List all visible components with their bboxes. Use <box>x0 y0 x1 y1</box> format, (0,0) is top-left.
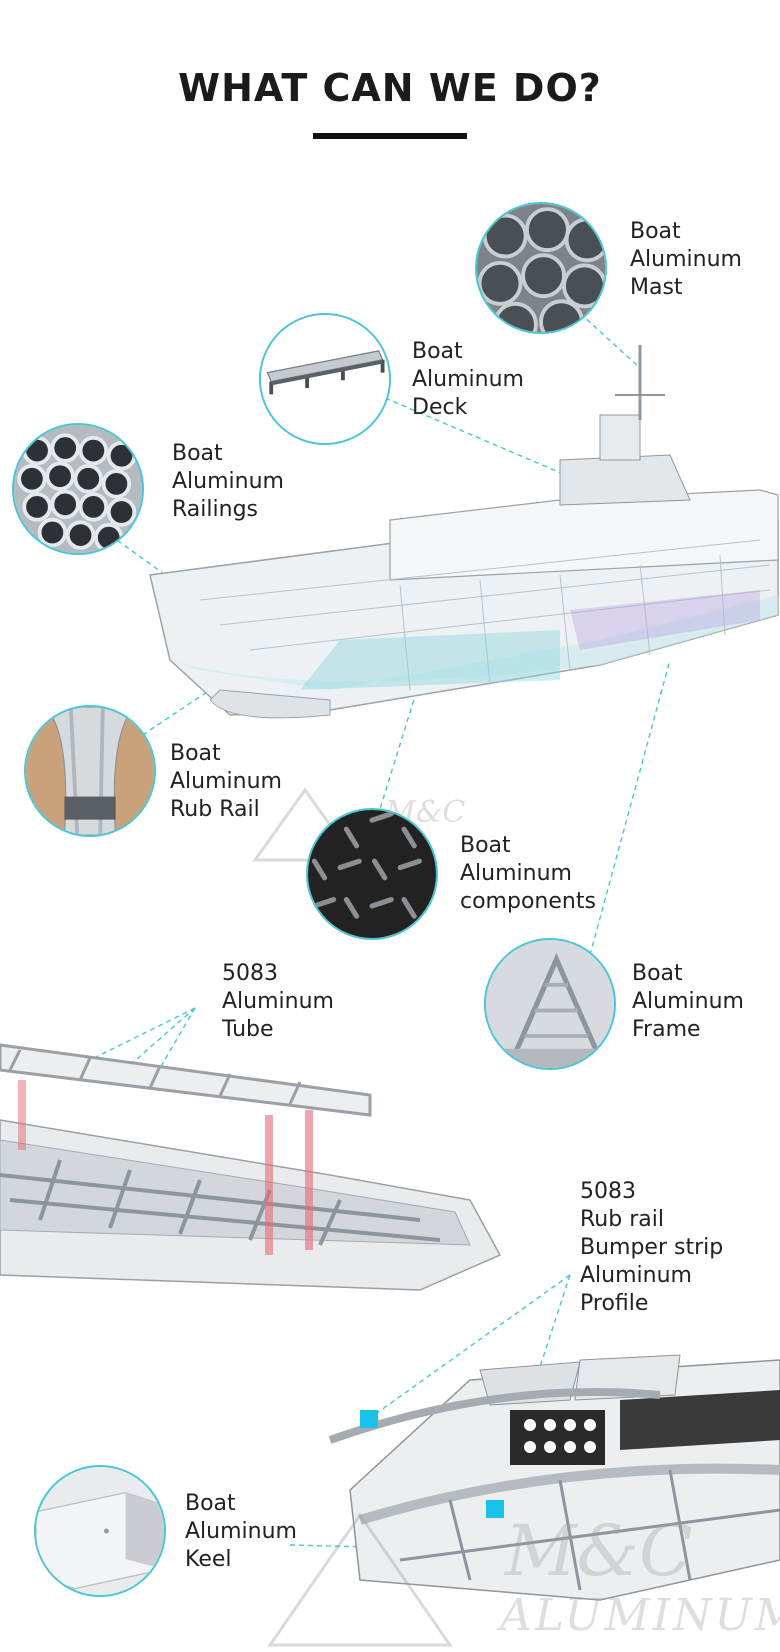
label-rub-rail-profile: 5083 Rub rail Bumper strip Aluminum Prof… <box>580 1179 724 1316</box>
label-components: Boat Aluminum components <box>460 833 596 914</box>
railing-tubes-icon <box>12 423 144 555</box>
tread-plate-icon <box>306 808 438 940</box>
label-tube: 5083 Aluminum Tube <box>222 961 334 1042</box>
label-rub-rail: Boat Aluminum Rub Rail <box>170 741 282 822</box>
label-deck: Boat Aluminum Deck <box>412 339 524 420</box>
label-keel: Boat Aluminum Keel <box>185 1491 297 1572</box>
frame-icon <box>484 938 616 1070</box>
deck-profile-icon <box>259 313 391 445</box>
marker-square <box>360 1410 378 1428</box>
title-underline <box>313 133 467 139</box>
marker-square <box>486 1500 504 1518</box>
page-title: WHAT CAN WE DO? <box>178 66 602 110</box>
rub-rail-icon <box>24 705 156 837</box>
label-railings: Boat Aluminum Railings <box>172 441 284 522</box>
mast-tubes-icon <box>475 202 607 334</box>
watermark-large-bottom: ALUMINUM <box>500 1590 780 1641</box>
jon-boat-drawing <box>0 1043 502 1291</box>
label-mast: Boat Aluminum Mast <box>630 219 742 300</box>
keel-icon <box>34 1465 166 1597</box>
watermark-large-top: M&C <box>505 1510 693 1592</box>
label-frame: Boat Aluminum Frame <box>632 961 744 1042</box>
